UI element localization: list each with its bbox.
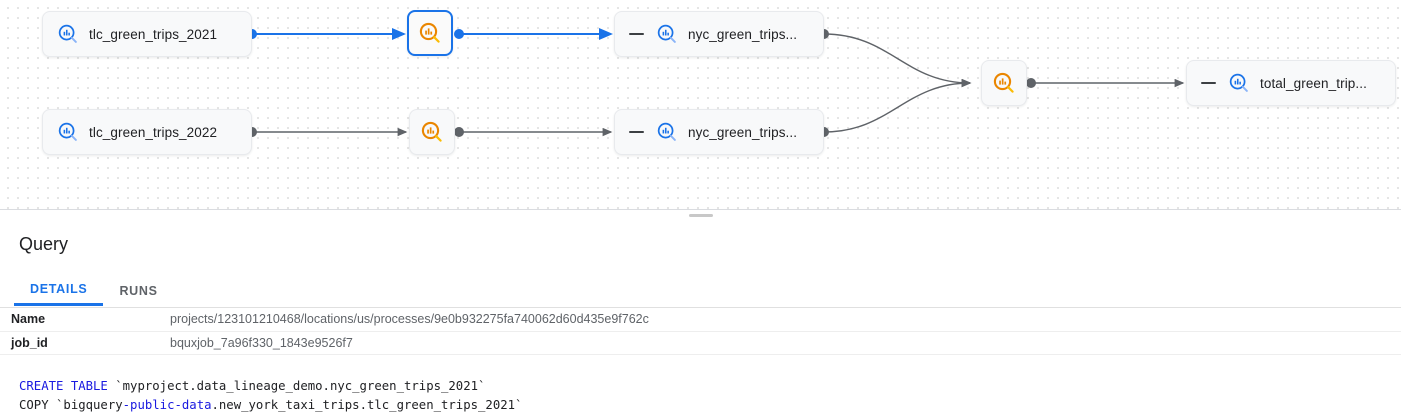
query-process-icon — [418, 21, 442, 45]
node-label: tlc_green_trips_2022 — [89, 124, 218, 140]
tab-runs[interactable]: RUNS — [103, 273, 173, 306]
table-row: job_id bquxjob_7a96f330_1843e9526f7 — [0, 331, 1401, 355]
node-label: nyc_green_trips... — [688, 124, 798, 140]
bigquery-table-icon — [57, 23, 79, 45]
page-title: Query — [19, 234, 69, 254]
graph-node-tlc-green-trips-2022[interactable]: tlc_green_trips_2022 — [42, 109, 252, 155]
collapse-icon[interactable] — [629, 33, 644, 35]
properties-table: Name projects/123101210468/locations/us/… — [0, 308, 1401, 355]
lineage-graph-canvas[interactable]: tlc_green_trips_2021 tlc_green_trips_202… — [0, 0, 1401, 209]
query-process-icon — [420, 120, 444, 144]
node-label: total_green_trip... — [1260, 75, 1367, 91]
graph-node-total-green-trips[interactable]: total_green_trip... — [1186, 60, 1396, 106]
sql-code-block: CREATE TABLE `myproject.data_lineage_dem… — [0, 377, 1401, 415]
graph-node-tlc-green-trips-2021[interactable]: tlc_green_trips_2021 — [42, 11, 252, 57]
tab-bar: DETAILS RUNS — [0, 273, 1401, 308]
graph-node-query-process-selected[interactable] — [407, 10, 453, 56]
bigquery-table-icon — [1228, 72, 1250, 94]
node-label: tlc_green_trips_2021 — [89, 26, 218, 42]
graph-node-nyc-green-trips-2[interactable]: nyc_green_trips... — [614, 109, 824, 155]
details-panel: Query DETAILS RUNS Name projects/1231012… — [0, 220, 1401, 417]
property-key: job_id — [0, 331, 168, 355]
node-label: nyc_green_trips... — [688, 26, 798, 42]
property-key: Name — [0, 308, 168, 332]
bigquery-table-icon — [57, 121, 79, 143]
property-value: bquxjob_7a96f330_1843e9526f7 — [168, 331, 1401, 355]
graph-node-query-process-3[interactable] — [981, 60, 1027, 106]
sql-keyword-public-data: -public-data — [122, 397, 212, 412]
bigquery-table-icon — [656, 121, 678, 143]
sql-line1-rest: `myproject.data_lineage_demo.nyc_green_t… — [107, 378, 486, 393]
panel-splitter[interactable] — [0, 209, 1401, 221]
graph-node-query-process-2[interactable] — [409, 109, 455, 155]
tab-details[interactable]: DETAILS — [14, 273, 104, 306]
query-process-icon — [992, 71, 1016, 95]
property-value: projects/123101210468/locations/us/proce… — [168, 308, 1401, 332]
table-row: Name projects/123101210468/locations/us/… — [0, 308, 1401, 332]
sql-line2-prefix: COPY `bigquery — [19, 397, 123, 412]
sql-keyword-create-table: CREATE TABLE — [19, 378, 108, 393]
bigquery-table-icon — [656, 23, 678, 45]
collapse-icon[interactable] — [629, 131, 644, 133]
sql-line2-rest: .new_york_taxi_trips.tlc_green_trips_202… — [211, 397, 523, 412]
drag-handle-icon[interactable] — [688, 214, 713, 217]
collapse-icon[interactable] — [1201, 82, 1216, 84]
graph-node-nyc-green-trips-1[interactable]: nyc_green_trips... — [614, 11, 824, 57]
